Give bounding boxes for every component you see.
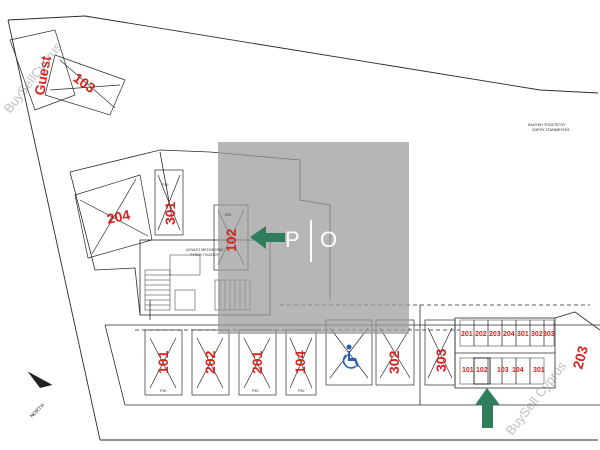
storage-unit-bottom-1: 101 (462, 367, 474, 374)
storage-unit-top-7: 303 (543, 331, 555, 338)
wheelchair-icon (342, 344, 359, 369)
space-label-302: 302 (386, 350, 402, 374)
space-label-104: 104 (292, 350, 308, 374)
small-annotations: P10 P20 P30 P40 P50 ΔΥΝΑΤΟ ΜΕΤΑΦΟΡΑΣ ΤΥΠ… (160, 183, 304, 393)
storage-unit-labels: 201 202 203 204 301 302 303 101 102 103 … (461, 331, 555, 374)
legend-note: ΚΑΛΥΨΗ ΥΠΟΣΤΕΓΟΥ ΧΩΡΟΥ ΣΤΑΘΜΕΥΣΗΣ (528, 123, 570, 132)
space-label-101: 101 (155, 350, 171, 374)
annotation-p40: P40 (252, 389, 258, 393)
logo-overlay (218, 142, 409, 334)
logo-letter-o: O (320, 227, 337, 252)
logo-divider (310, 220, 312, 262)
space-label-204: 204 (105, 206, 131, 227)
site-boundary (7, 15, 599, 441)
logo: P O (285, 220, 337, 262)
parking-bays-upper (9, 29, 249, 271)
space-label-guest: Guest (31, 54, 54, 96)
space-label-301: 301 (162, 201, 178, 225)
space-label-203: 203 (569, 344, 591, 371)
annotation-type: ΤΥΠΟΥ ΠΛΑΣΙΟΥ (190, 253, 219, 257)
arrow-icon-up (475, 388, 500, 428)
annotation-p50: P50 (298, 389, 304, 393)
storage-unit-top-1: 201 (461, 331, 473, 338)
storage-unit-top-6: 302 (531, 331, 543, 338)
space-label-303: 303 (433, 348, 449, 372)
storage-unit-top-2: 202 (475, 331, 487, 338)
storage-unit-top-3: 203 (489, 331, 501, 338)
north-arrow-icon: NORTH (27, 371, 53, 419)
arrow-icon-left (250, 226, 285, 249)
space-label-202: 202 (202, 350, 218, 374)
logo-letter-p: P (285, 227, 300, 252)
north-label: NORTH (29, 402, 46, 419)
legend-note-line-2: ΧΩΡΟΥ ΣΤΑΘΜΕΥΣΗΣ (532, 128, 570, 132)
storage-unit-bottom-3: 103 (497, 367, 509, 374)
storage-highlight (473, 357, 491, 385)
storage-unit-top-5: 301 (517, 331, 529, 338)
annotation-p10: P10 (162, 183, 168, 187)
storage-unit-bottom-4: 104 (512, 367, 524, 374)
space-label-102: 102 (223, 228, 239, 252)
annotation-transfer: ΔΥΝΑΤΟ ΜΕΤΑΦΟΡΑΣ (186, 248, 224, 252)
legend-note-line-1: ΚΑΛΥΨΗ ΥΠΟΣΤΕΓΟΥ (528, 123, 566, 127)
storage-unit-bottom-5: 301 (533, 367, 545, 374)
space-label-201: 201 (249, 350, 265, 374)
storage-unit-bottom-2: 102 (476, 367, 488, 374)
storage-unit-top-4: 204 (503, 331, 515, 338)
annotation-p20: P20 (225, 213, 231, 217)
annotation-p30: P30 (160, 389, 166, 393)
